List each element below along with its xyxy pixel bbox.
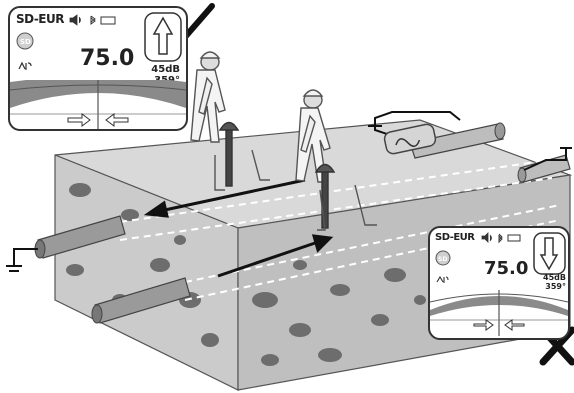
model-name: SD-EUR xyxy=(435,232,475,243)
direction-indicator xyxy=(533,232,567,276)
peak-mode-icon xyxy=(18,60,34,72)
direction-indicator xyxy=(144,12,184,64)
svg-text:SD: SD xyxy=(438,256,447,263)
peak-mode-icon xyxy=(436,274,450,284)
speaker-icon xyxy=(70,15,81,25)
svg-text:SD: SD xyxy=(20,38,31,46)
signal-graph xyxy=(10,80,186,130)
bluetooth-icon xyxy=(91,16,95,24)
locator-display-correct: SD-EUR SD 75.0 45dB 359° xyxy=(8,6,188,131)
battery-icon xyxy=(508,235,520,241)
signal-reading: 75.0 xyxy=(80,46,134,71)
locator-display-incorrect: SD-EUR SD 75.0 45dB 359° xyxy=(428,226,570,340)
ground-symbol-left xyxy=(6,249,38,271)
bluetooth-icon xyxy=(499,234,502,242)
model-name: SD-EUR xyxy=(16,12,64,26)
signal-reading: 75.0 xyxy=(484,258,528,279)
arrow-right-icon xyxy=(68,114,90,126)
arrow-left-icon xyxy=(505,320,524,330)
arrow-left-icon xyxy=(106,114,128,126)
sd-mode-icon: SD xyxy=(435,250,451,266)
battery-icon xyxy=(101,17,115,24)
speaker-icon xyxy=(482,233,492,242)
gain-value: 45dB xyxy=(136,65,180,76)
status-icons xyxy=(68,13,120,27)
sd-mode-icon: SD xyxy=(16,32,34,50)
status-icons xyxy=(480,232,524,244)
arrow-right-icon xyxy=(474,320,493,330)
signal-graph xyxy=(430,290,568,336)
